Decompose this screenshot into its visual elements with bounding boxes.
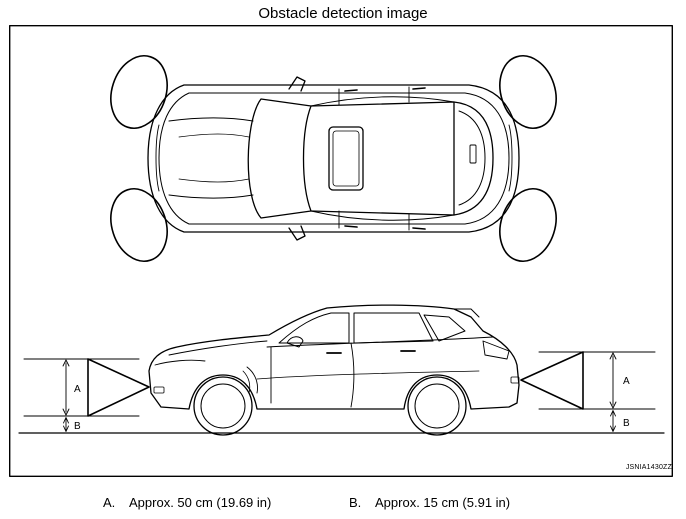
legend-key-a: A. (103, 495, 116, 510)
legend-text-a: Approx. 50 cm (19.69 in) (129, 495, 272, 510)
figure-title: Obstacle detection image (258, 5, 428, 22)
legend-text-b: Approx. 15 cm (5.91 in) (375, 495, 511, 510)
sensor-zone-rear-right (499, 188, 557, 262)
legend-item-b: B. Approx. 15 cm (5.91 in) (349, 495, 510, 510)
front-dim-a-label: A (74, 384, 81, 395)
legend-item-a: A. Approx. 50 cm (19.69 in) (103, 495, 271, 510)
rear-dim-a-label: A (623, 376, 630, 387)
sensor-zone-rear-left (499, 55, 557, 129)
rear-detection-zone (520, 351, 656, 432)
car-top-view (147, 76, 520, 241)
car-side-view (148, 304, 520, 436)
front-dim-b-label: B (74, 421, 81, 432)
legend-key-b: B. (349, 495, 362, 510)
sensor-zone-front-left (110, 55, 168, 129)
rear-dim-b-label: B (623, 418, 630, 429)
diagram-frame: A B A B (9, 25, 673, 477)
front-detection-zone (23, 358, 150, 432)
sensor-zone-front-right (110, 188, 168, 262)
figure-code: JSNIA1430ZZ (625, 464, 672, 471)
